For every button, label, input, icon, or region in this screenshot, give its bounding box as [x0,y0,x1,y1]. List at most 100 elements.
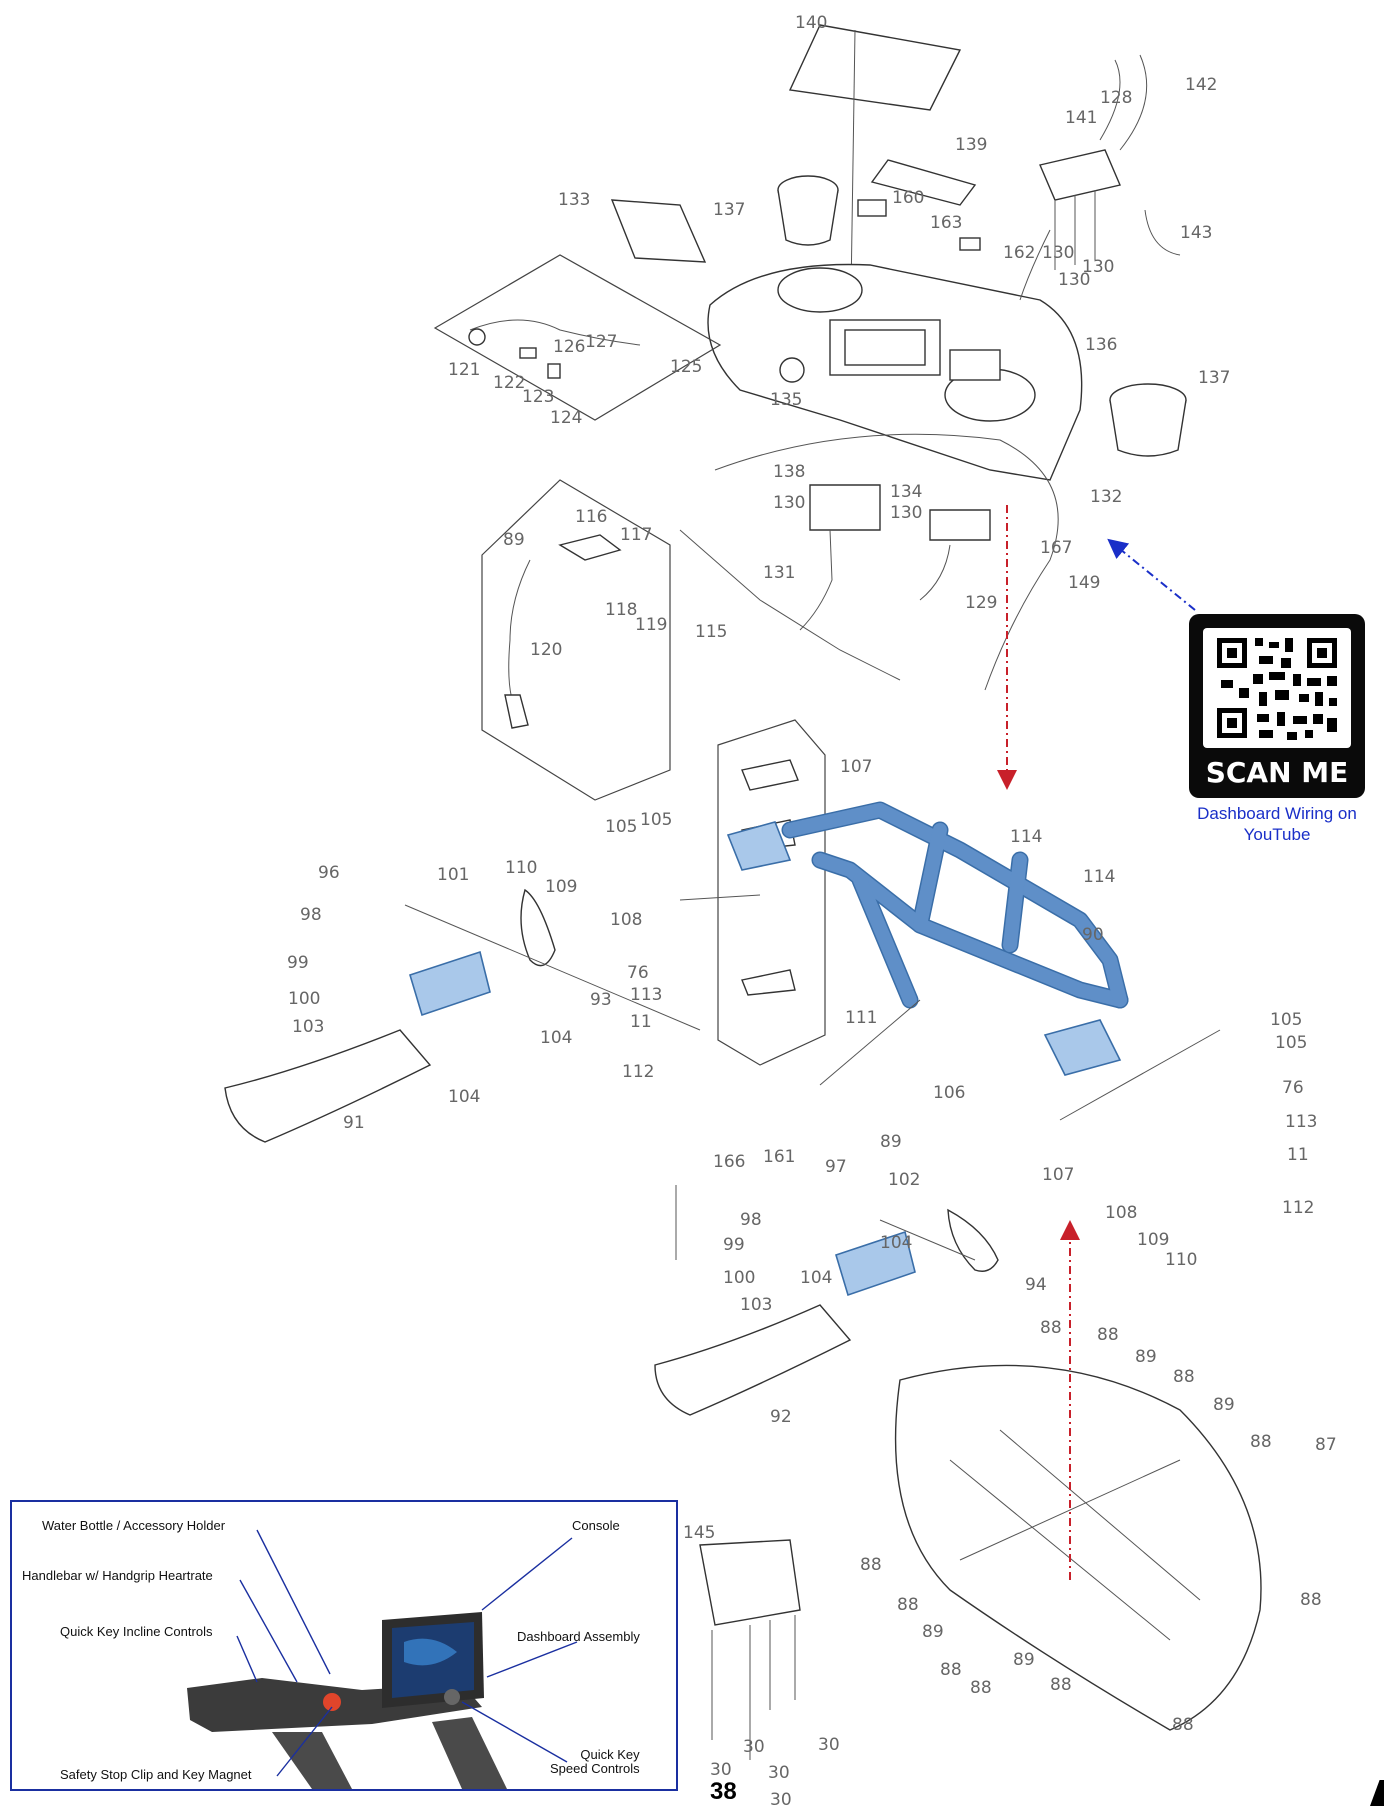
part-number: 88 [1097,1325,1119,1345]
part-number: 104 [448,1087,480,1107]
part-number: 127 [585,332,617,352]
film-part [610,199,707,263]
part-number: 107 [1042,1165,1074,1185]
part-number: 94 [1025,1275,1047,1295]
part-number: 113 [630,985,662,1005]
part-number: 89 [1135,1347,1157,1367]
handgrip-ring-93 [520,888,556,967]
control-board-part [1039,54,1181,270]
treadmill-console-inset: Water Bottle / Accessory Holder Handleba… [10,1500,678,1791]
part-number: 142 [1185,75,1217,95]
part-number: 90 [1082,925,1104,945]
part-number: 124 [550,408,582,428]
part-number: 140 [795,13,827,33]
part-number: 88 [1172,1715,1194,1735]
part-number: 167 [1040,538,1072,558]
part-number: 111 [845,1008,877,1028]
part-number: 88 [970,1678,992,1698]
part-number: 145 [683,1523,715,1543]
part-number: 137 [713,200,745,220]
part-number: 131 [763,563,795,583]
part-number: 108 [610,910,642,930]
part-number: 110 [505,858,537,878]
page-number: 38 [710,1778,737,1805]
part-number: 138 [773,462,805,482]
part-number: 163 [930,213,962,233]
part-number: 119 [635,615,667,635]
lower-board-area [679,433,1059,691]
part-number: 108 [1105,1203,1137,1223]
part-number: 123 [522,387,554,407]
bottom-cover-part [894,1364,1262,1731]
right-handlebar-part [654,1230,916,1416]
part-number: 88 [1173,1367,1195,1387]
scan-me-label: SCAN ME [1205,756,1349,789]
part-number: 30 [743,1737,765,1757]
button-135-part [779,357,805,383]
qr-code-card[interactable]: SCAN ME [1189,614,1365,798]
part-number: 89 [1213,1395,1235,1415]
part-number: 116 [575,507,607,527]
part-number: 76 [627,963,649,983]
part-number: 115 [695,622,727,642]
part-number: 109 [545,877,577,897]
part-number-labels: 140 128 142 141 139 160 163 137 133 143 … [287,13,1337,1806]
left-handlebar-part [224,950,491,1143]
part-number: 129 [965,593,997,613]
part-number: 149 [1068,573,1100,593]
part-number: 93 [590,990,612,1010]
part-number: 88 [940,1660,962,1680]
part-number: 121 [448,360,480,380]
part-number: 139 [955,135,987,155]
part-number: 162 [1003,243,1035,263]
part-number: 89 [922,1622,944,1642]
callout-safety: Safety Stop Clip and Key Magnet [60,1767,252,1782]
part-number: 110 [1165,1250,1197,1270]
callout-speed: Quick Key Speed Controls [550,1747,640,1776]
part-number: 89 [880,1132,902,1152]
part-number: 126 [553,337,585,357]
part-number: 107 [840,757,872,777]
part-number: 143 [1180,223,1212,243]
main-frame-part [726,801,1129,1076]
part-number: 98 [300,905,322,925]
part-number: 161 [763,1147,795,1167]
part-number: 30 [770,1790,792,1806]
part-number: 136 [1085,335,1117,355]
part-number: 88 [1040,1318,1062,1338]
part-number: 130 [1082,257,1114,277]
part-number: 88 [1300,1590,1322,1610]
part-number: 112 [1282,1198,1314,1218]
dashboard-body-part [707,263,1083,481]
part-number: 30 [818,1735,840,1755]
bracket-kit-box [717,719,826,1066]
part-number: 122 [493,373,525,393]
part-number: 30 [710,1760,732,1780]
part-number: 134 [890,482,922,502]
part-number: 113 [1285,1112,1317,1132]
qr-code-image[interactable] [1203,628,1351,748]
part-number: 101 [437,865,469,885]
callout-incline: Quick Key Incline Controls [60,1624,213,1639]
part-number: 133 [558,190,590,210]
qr-caption-link[interactable]: Dashboard Wiring on YouTube [1197,804,1357,844]
part-number: 96 [318,863,340,883]
part-number: 104 [880,1233,912,1253]
part-number: 130 [1058,270,1090,290]
part-number: 91 [343,1113,365,1133]
part-number: 105 [1275,1033,1307,1053]
part-number: 114 [1010,827,1042,847]
callout-console: Console [572,1518,620,1533]
part-number: 130 [1042,243,1074,263]
part-number: 11 [630,1012,652,1032]
part-number: 100 [723,1268,755,1288]
part-number: 89 [1013,1650,1035,1670]
cup-holder-part-right [1109,383,1187,457]
handgrip-kit-box [481,479,671,801]
part-number: 97 [825,1157,847,1177]
part-number: 105 [1270,1010,1302,1030]
exploded-view-lines [404,894,1221,1261]
part-number: 87 [1315,1435,1337,1455]
part-number: 109 [1137,1230,1169,1250]
